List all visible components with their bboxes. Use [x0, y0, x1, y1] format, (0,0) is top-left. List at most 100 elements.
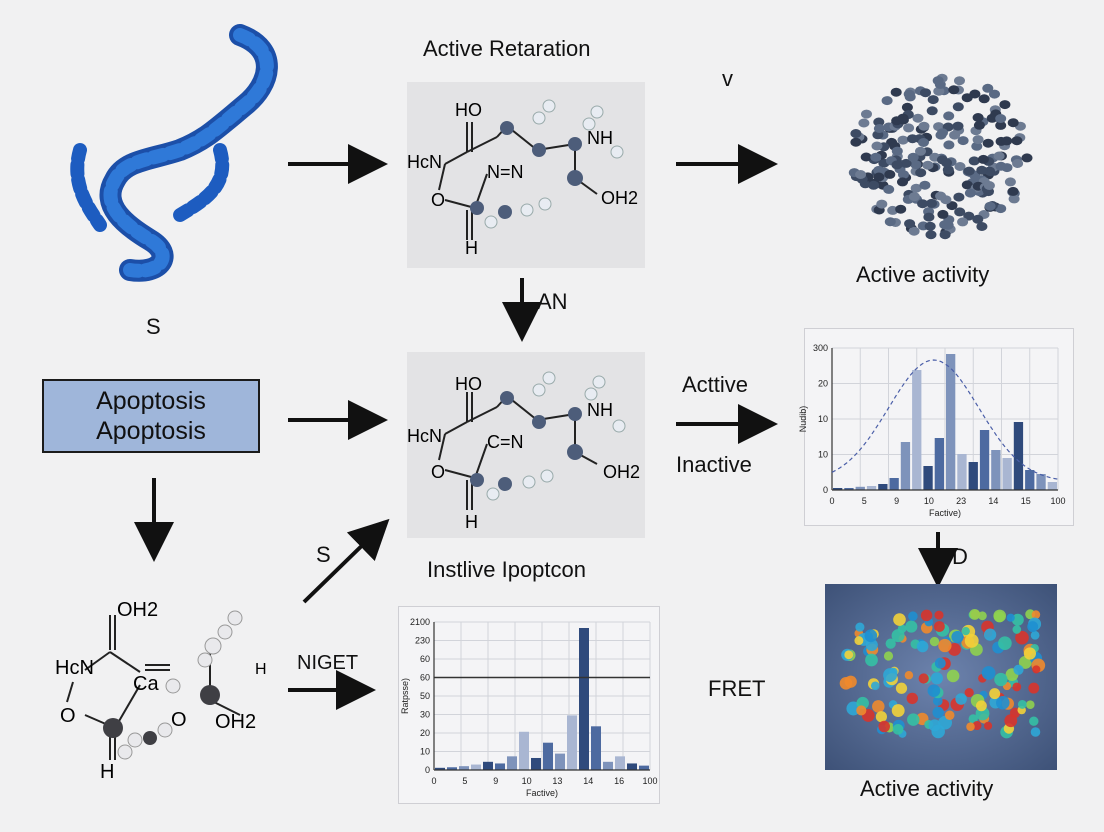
particle: [983, 181, 995, 190]
heatmap-spot: [964, 633, 979, 648]
histogram-bar: [833, 488, 843, 490]
particle: [903, 89, 915, 99]
particle: [989, 89, 1000, 99]
active-activity-top: Active activity: [856, 262, 990, 287]
histogram-bar: [447, 767, 457, 770]
arrow-v-label: v: [722, 66, 733, 91]
particle: [855, 170, 867, 179]
arrow-s-label: S: [316, 542, 331, 567]
particle: [982, 83, 994, 93]
particle: [926, 106, 938, 116]
heatmap-spot: [981, 666, 996, 680]
particle: [995, 114, 1007, 123]
heatmap-spot: [1004, 714, 1018, 728]
heatmap-spot: [955, 693, 967, 705]
particle: [927, 95, 939, 105]
particle: [891, 146, 903, 156]
particle: [850, 137, 862, 147]
bottom-mol-o2: O: [171, 709, 187, 731]
protein-helix-image: [70, 24, 278, 282]
heatmap-spot: [994, 672, 1008, 687]
particle: [876, 199, 888, 209]
heatmap-spot: [1030, 727, 1041, 737]
heatmap-spot: [983, 721, 993, 730]
active-label: Acttive: [682, 372, 749, 397]
particle: [1021, 153, 1033, 163]
heatmap-spot: [934, 610, 944, 620]
heatmap-spot: [844, 650, 854, 660]
histogram-bar: [1025, 470, 1035, 490]
bottom-mol-o: O: [60, 705, 76, 727]
particle: [943, 111, 955, 121]
histogram-bar: [979, 430, 990, 490]
middle-caption: Instlive Ipoptcon: [427, 557, 586, 582]
heatmap-spot: [932, 696, 943, 706]
arrow-an-label: AN: [537, 289, 568, 314]
histogram-bar: [627, 763, 637, 770]
heatmap-spot: [998, 636, 1012, 651]
heatmap-spot: [839, 676, 853, 690]
x-tick-label: 5: [462, 776, 467, 786]
particle: [1007, 186, 1019, 196]
arrow-d-label: D: [952, 544, 968, 569]
particle: [897, 113, 909, 123]
particle: [871, 141, 883, 151]
particle: [850, 129, 862, 138]
heatmap-spot: [1023, 647, 1037, 660]
particle: [978, 94, 990, 104]
particle: [977, 154, 989, 164]
arrow-bottom-molecule-up: [302, 518, 390, 604]
heatmap-spot: [1015, 630, 1029, 645]
histogram-bar: [567, 715, 577, 770]
particle: [868, 180, 880, 190]
x-axis-label: Factive): [526, 788, 558, 798]
particle: [933, 86, 945, 96]
heatmap-spot: [933, 621, 945, 632]
y-tick-label: 0: [425, 765, 430, 775]
x-tick-label: 100: [1050, 496, 1065, 506]
particle: [993, 151, 1005, 161]
particle: [976, 222, 988, 231]
heatmap-spot: [989, 688, 1001, 700]
heatmap-spot: [865, 653, 878, 667]
histogram-bar: [495, 763, 505, 770]
particle: [957, 217, 969, 227]
heatmap-spot: [907, 713, 920, 726]
histogram-bar: [1047, 482, 1057, 490]
particle: [915, 168, 927, 178]
x-tick-label: 0: [829, 496, 834, 506]
heatmap-spot: [1028, 682, 1040, 694]
particle-cluster-image: [848, 73, 1033, 240]
histogram-bar: [639, 765, 649, 770]
heatmap-spot: [938, 638, 952, 653]
histogram-bar: [555, 753, 565, 770]
niget-label: NIGET: [297, 652, 359, 674]
particle: [941, 158, 953, 168]
particle: [861, 109, 872, 119]
particle: [939, 220, 951, 230]
bottom-molecule-structure: OH2 HcN Ca H O O OH2 H: [55, 599, 267, 783]
y-tick-label: 300: [813, 343, 828, 353]
particle: [918, 138, 929, 147]
top-mol-h: H: [465, 238, 478, 258]
particle: [984, 201, 996, 211]
heatmap-spot: [1031, 610, 1041, 619]
heatmap-spot: [870, 681, 880, 691]
heatmap-spot: [856, 705, 867, 716]
y-tick-label: 20: [818, 379, 828, 389]
normal-curve: [831, 359, 1059, 480]
protein-caption: S: [146, 314, 161, 339]
fret-label: FRET: [708, 676, 766, 701]
y-tick-label: 10: [818, 414, 828, 424]
heatmap-spot: [969, 608, 981, 620]
y-tick-label: 10: [818, 450, 828, 460]
particle: [1008, 194, 1020, 204]
particle: [957, 136, 969, 146]
particle: [982, 138, 994, 148]
heatmap-spot: [934, 657, 946, 669]
x-axis-label: Factive): [929, 508, 961, 518]
x-tick-label: 16: [614, 776, 624, 786]
heatmap-spot: [961, 627, 970, 636]
